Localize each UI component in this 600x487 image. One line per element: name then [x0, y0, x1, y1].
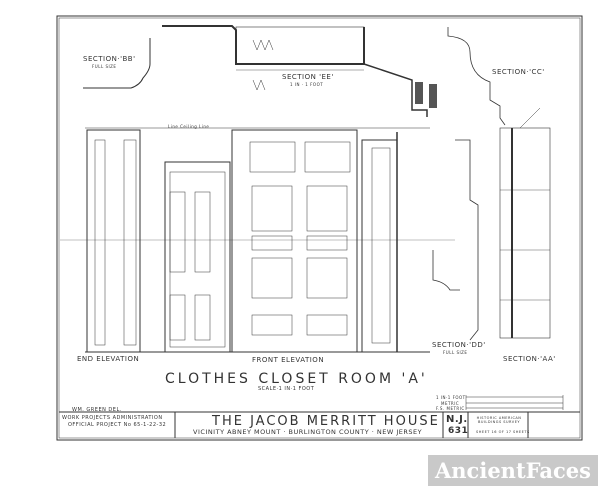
section-ee-note: 1 IN · 1 FOOT	[290, 82, 324, 87]
section-ee-label: SECTION 'EE'	[282, 73, 334, 81]
section-cc-label: SECTION·'CC'	[492, 68, 545, 76]
survey-name: HISTORIC AMERICAN BUILDINGS SURVEY	[476, 416, 522, 424]
drawing-scale: SCALE·1 IN·1 FOOT	[258, 386, 315, 392]
scale-label-fs-metric: F.S. METRIC	[436, 406, 465, 411]
drawing-frame	[56, 15, 583, 441]
sheet-number: SHEET 16 OF 17 SHEETS	[476, 430, 530, 434]
section-dd-note: FULL SIZE	[443, 350, 468, 355]
drawing-title: CLOTHES CLOSET ROOM 'A'	[165, 371, 428, 387]
survey-number: 631	[448, 426, 469, 436]
survey-state: N.J.	[446, 414, 468, 425]
section-bb-label: SECTION·'BB'	[83, 55, 136, 63]
project-number: OFFICIAL PROJECT No 65-1-22-32	[68, 422, 167, 428]
building-name: THE JACOB MERRITT HOUSE	[212, 414, 440, 429]
front-elevation-label: FRONT ELEVATION	[252, 356, 325, 364]
agency: WORK PROJECTS ADMINISTRATION	[62, 415, 163, 421]
section-dd-label: SECTION·'DD'	[432, 341, 486, 349]
end-elevation-label: END ELEVATION	[77, 355, 140, 363]
delineator: WM. GREEN DEL.	[72, 407, 122, 413]
scale-label-metric: METRIC	[441, 401, 460, 406]
building-location: VICINITY ABNEY MOUNT · BURLINGTON COUNTY…	[193, 428, 423, 436]
ceiling-line-note: Line Ceiling Line	[168, 124, 210, 129]
scale-label-feet: 1 IN·1 FOOT	[436, 395, 466, 400]
watermark-logo: AncientFaces	[428, 455, 598, 486]
section-aa-label: SECTION·'AA'	[503, 355, 556, 363]
section-bb-note: FULL SIZE	[92, 64, 117, 69]
